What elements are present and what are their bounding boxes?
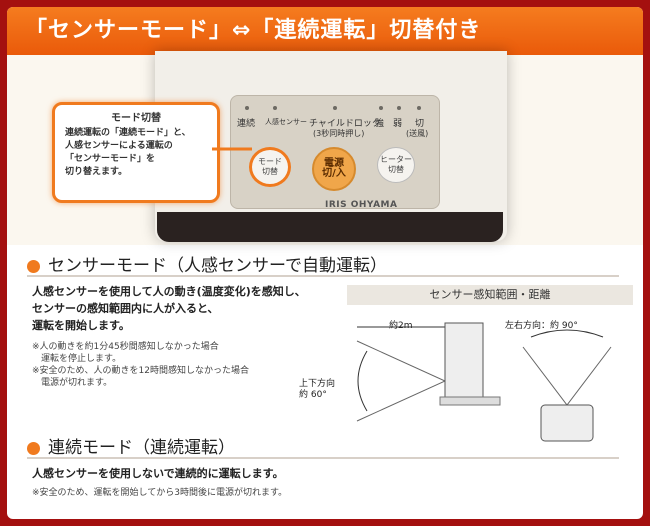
indicator-dot	[245, 106, 249, 110]
mode-switch-callout: モード切替 連続運転の「連続モード」と、 人感センサーによる運転の 「センサーモ…	[52, 102, 220, 203]
label-child-lock: チャイルドロック	[309, 119, 381, 129]
side-view-heater-icon	[444, 322, 484, 400]
continuous-mode-heading: 連続モード（連続運転）	[27, 433, 235, 458]
continuous-mode-note: ※安全のため、運転を開始してから3時間後に電源が切れます。	[32, 488, 288, 498]
indicator-dot	[273, 106, 277, 110]
callout-line: 連続運転の「連続モード」と、	[65, 128, 191, 138]
vertical-angle-label: 上下方向 約 60°	[299, 379, 335, 401]
sensor-mode-heading-text: センサーモード（人感センサーで自動運転）	[48, 256, 387, 276]
heater-device-base	[157, 212, 503, 242]
indicator-dot	[379, 106, 383, 110]
mode-button-label-2: 切替	[262, 167, 278, 176]
continuous-mode-body: 人感センサーを使用しないで連続的に運転します。	[32, 467, 284, 480]
label-continuous: 連続	[237, 119, 256, 129]
sensor-body-line: 人感センサーを使用して人の動き(温度変化)を感知し、	[32, 285, 306, 298]
orange-bullet-icon	[27, 441, 40, 455]
sensor-range-title: センサー感知範囲・距離	[347, 285, 633, 305]
callout-title: モード切替	[111, 113, 161, 124]
callout-line: 人感センサーによる運転の	[65, 141, 173, 151]
callout-line: 切り替えます。	[65, 167, 128, 177]
indicator-dot	[417, 106, 421, 110]
sensor-mode-notes: ※人の動きを約1分45秒間感知しなかった場合 運転を停止します。 ※安全のため、…	[32, 341, 342, 389]
heater-switch-button[interactable]: ヒーター 切替	[377, 147, 415, 183]
sensor-mode-body: 人感センサーを使用して人の動き(温度変化)を感知し、 センサーの感知範囲内に人が…	[32, 283, 342, 334]
power-button-label-1: 電源	[324, 158, 344, 169]
mode-switch-button[interactable]: モード 切替	[249, 147, 291, 187]
divider	[27, 457, 619, 459]
continuous-mode-heading-text: 連続モード（連続運転）	[48, 438, 235, 458]
banner-title: 「センサーモード」⇔「連続運転」切替付き	[7, 7, 643, 55]
sensor-body-line: センサーの感知範囲内に人が入ると、	[32, 302, 219, 315]
label-strong: 強	[375, 119, 385, 129]
callout-body: 連続運転の「連続モード」と、 人感センサーによる運転の 「センサーモード」を 切…	[65, 127, 213, 179]
heater-button-label-2: 切替	[388, 165, 404, 174]
heater-button-label-1: ヒーター	[380, 155, 412, 164]
divider	[27, 275, 619, 277]
vertical-label-line-2: 約 60°	[299, 390, 327, 400]
sensor-note-line: 電源が切れます。	[32, 378, 113, 388]
horizontal-angle-label: 左右方向：約 90°	[505, 321, 578, 331]
vertical-angle-arc	[357, 350, 368, 412]
indicator-dot	[397, 106, 401, 110]
sensor-range-diagram	[356, 322, 612, 442]
label-weak: 弱	[393, 119, 403, 129]
sensor-note-line: 運転を停止します。	[32, 354, 122, 364]
label-child-lock-note: (3秒同時押し)	[313, 129, 365, 138]
vertical-label-line-1: 上下方向	[299, 379, 336, 389]
vertical-range-lines	[356, 340, 447, 422]
callout-arrow	[212, 147, 252, 151]
sensor-note-line: ※人の動きを約1分45秒間感知しなかった場合	[32, 342, 219, 352]
power-button[interactable]: 電源 切/入	[312, 147, 356, 191]
distance-label: 約2m	[389, 321, 413, 331]
horizontal-range-lines	[522, 346, 612, 406]
indicator-dot	[333, 106, 337, 110]
page-frame: 「センサーモード」⇔「連続運転」切替付き 連続 人感センサー チャイルドロック …	[7, 7, 643, 519]
label-off: 切	[415, 119, 425, 129]
callout-line: 「センサーモード」を	[65, 154, 156, 164]
horizontal-angle-arc	[530, 329, 604, 338]
label-fan: (送風)	[406, 129, 429, 138]
label-human-sensor: 人感センサー	[265, 118, 307, 126]
brand-logo: IRIS OHYAMA	[325, 200, 398, 210]
side-view-base-icon	[439, 396, 501, 406]
power-button-label-2: 切/入	[322, 168, 346, 179]
sensor-mode-heading: センサーモード（人感センサーで自動運転）	[27, 251, 387, 276]
sensor-note-line: ※安全のため、人の動きを12時間感知しなかった場合	[32, 366, 249, 376]
sensor-body-line: 運転を開始します。	[32, 319, 130, 332]
orange-bullet-icon	[27, 259, 40, 273]
top-view-heater-icon	[540, 404, 594, 442]
mode-button-label-1: モード	[258, 157, 282, 166]
